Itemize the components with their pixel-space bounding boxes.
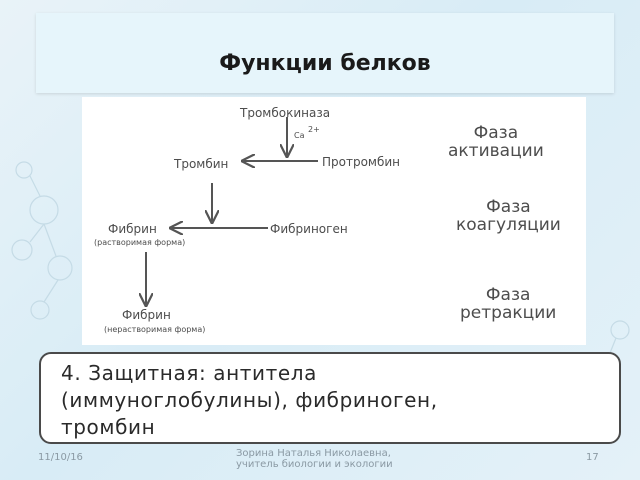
node-thrombokinase: Тромбокиназа (240, 106, 331, 120)
node-fibrin-insoluble: Фибрин (122, 308, 171, 322)
phase-coagulation-line2: коагуляции (456, 215, 561, 235)
node-thrombin: Тромбин (174, 157, 229, 171)
phase-coagulation-line1: Фаза (486, 197, 531, 217)
phase-activation-line1: Фаза (473, 123, 519, 143)
node-prothrombin: Протромбин (322, 155, 401, 169)
node-fibrinogen: Фибриноген (270, 222, 348, 236)
phase-activation-line2: активации (448, 141, 544, 161)
footer-page-number: 17 (586, 452, 599, 463)
coagulation-diagram: Тромбокиназа Ca 2+ Протромбин Тромбин Фи… (82, 97, 586, 345)
protective-line-1: 4. Защитная: антитела (61, 361, 318, 385)
footer-author-line2: учитель биологии и экологии (236, 459, 393, 470)
protective-function-text: 4. Защитная: антитела (иммуноглобулины),… (61, 360, 561, 441)
node-ca: Ca (294, 131, 305, 140)
node-ca-charge: 2+ (308, 125, 320, 134)
node-fibrin-insoluble-note: (нерастворимая форма) (104, 325, 206, 334)
phase-retraction-line1: Фаза (485, 285, 531, 305)
node-fibrin-soluble: Фибрин (108, 222, 157, 236)
title-box: Функции белков (36, 13, 614, 93)
phase-retraction-line2: ретракции (460, 303, 557, 323)
diagram-arrows (82, 117, 318, 345)
protective-line-3: тромбин (61, 415, 156, 439)
node-fibrin-soluble-note: (растворимая форма) (94, 238, 186, 247)
footer-date: 11/10/16 (38, 452, 83, 463)
footer-author-line1: Зорина Наталья Николаевна, (236, 448, 391, 459)
protective-function-box: 4. Защитная: антитела (иммуноглобулины),… (39, 352, 621, 444)
footer-author: Зорина Наталья Николаевна, учитель биоло… (236, 448, 393, 470)
slide-title: Функции белков (219, 51, 431, 76)
phase-retraction: Фаза ретракции (460, 286, 556, 322)
phase-activation: Фаза активации (448, 124, 544, 160)
phase-coagulation: Фаза коагуляции (456, 198, 561, 234)
protective-line-2: (иммуноглобулины), фибриноген, (61, 388, 438, 412)
